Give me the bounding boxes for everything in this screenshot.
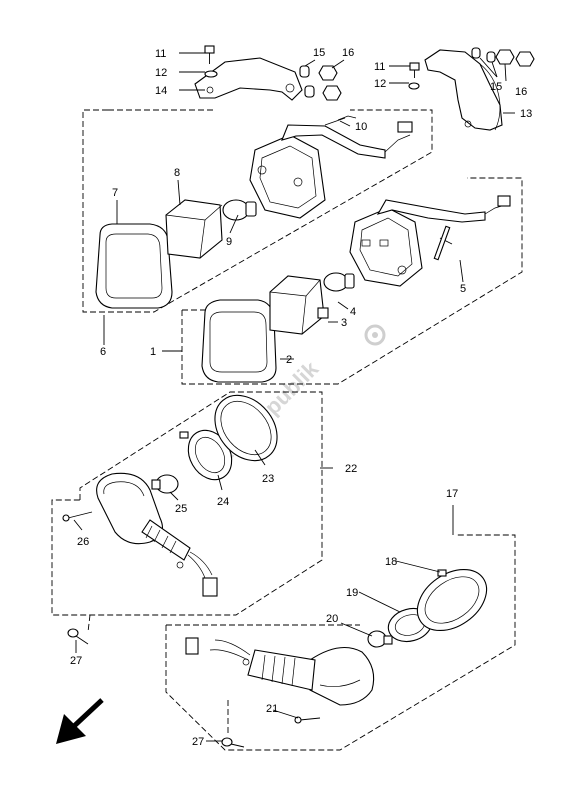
callout-12: 12: [374, 78, 386, 90]
callout-labels: 11 12 14 15 16 11 12 15 16 13 10 7 8 9 6…: [70, 47, 532, 748]
nut-15-left: [299, 65, 315, 98]
leader-lines: [73, 52, 515, 742]
callout-20: 20: [326, 613, 338, 625]
flasher-body-17: [185, 637, 375, 706]
callout-9: 9: [226, 236, 232, 248]
callout-24: 24: [217, 496, 229, 508]
callout-15: 15: [313, 47, 325, 59]
callout-27: 27: [192, 736, 204, 748]
callout-23: 23: [262, 473, 274, 485]
callout-25: 25: [175, 503, 187, 515]
flasher-assy-17: [165, 534, 516, 751]
callout-3: 3: [341, 317, 347, 329]
callout-17: 17: [446, 488, 458, 500]
callout-22: 22: [345, 463, 357, 475]
callout-16: 16: [342, 47, 354, 59]
callout-27: 27: [70, 655, 82, 667]
rim-18: [416, 568, 488, 632]
bulb-20: [367, 630, 393, 648]
housing-upper: [249, 115, 413, 219]
housing-1: [349, 195, 511, 287]
bulb-25: [151, 474, 179, 494]
callout-11: 11: [155, 48, 166, 60]
callout-15: 15: [490, 81, 502, 93]
callout-2: 2: [286, 354, 292, 366]
flasher-assy-22: [51, 391, 323, 645]
callout-14: 14: [155, 85, 167, 97]
screw-27-right: [221, 700, 245, 748]
right-bracket-assembly: [408, 47, 535, 131]
callout-4: 4: [350, 306, 356, 318]
reflector-8: [165, 199, 223, 259]
callout-10: 10: [355, 121, 367, 133]
reflector-3: [269, 275, 329, 335]
callout-8: 8: [174, 167, 180, 179]
callout-13: 13: [520, 108, 532, 120]
callout-16: 16: [515, 86, 527, 98]
callout-18: 18: [385, 556, 397, 568]
rim-23: [214, 394, 278, 462]
screw-27-left: [67, 614, 91, 645]
callout-19: 19: [346, 587, 358, 599]
callout-21: 21: [266, 703, 278, 715]
nut-15-right: [471, 47, 496, 63]
callout-11: 11: [374, 61, 385, 73]
callout-6: 6: [100, 346, 106, 358]
front-arrow-icon: [56, 698, 104, 744]
bulb-4: [323, 272, 355, 292]
bulb-9: [222, 199, 257, 221]
lens-2: [201, 299, 277, 383]
bolt-11-left: [204, 45, 215, 64]
callout-7: 7: [112, 187, 118, 199]
nut-16-right: [495, 49, 535, 67]
upper-flasher-group: [82, 109, 433, 313]
callout-1: 1: [150, 346, 156, 358]
callout-12: 12: [155, 67, 167, 79]
lens-7: [95, 223, 173, 309]
nut-16-left: [318, 65, 342, 101]
gear-icon: [364, 324, 386, 346]
callout-26: 26: [77, 536, 89, 548]
callout-5: 5: [460, 283, 466, 295]
bolt-11-right: [409, 62, 420, 78]
left-bracket-assembly: [194, 45, 342, 101]
flasher-body-22: [96, 472, 218, 597]
flasher-assy-1: [181, 177, 523, 385]
